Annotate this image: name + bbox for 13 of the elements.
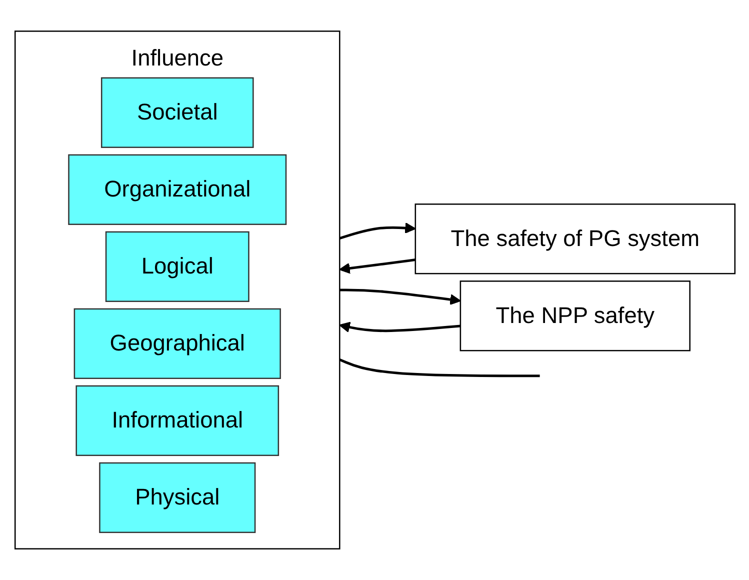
arrow [339,288,460,306]
arrow [338,322,460,333]
node-box: Organizational [68,154,286,225]
node-box: Geographical [73,308,280,379]
node-box: Informational [75,385,279,456]
node-box: Societal [100,77,254,148]
connector [338,358,540,378]
node-box: The safety of PG system [414,204,736,274]
node-box: The NPP safety [459,280,690,352]
arrow [338,258,416,274]
node-box: Physical [98,462,256,534]
node-box: Logical [104,231,249,302]
arrow [338,222,416,240]
